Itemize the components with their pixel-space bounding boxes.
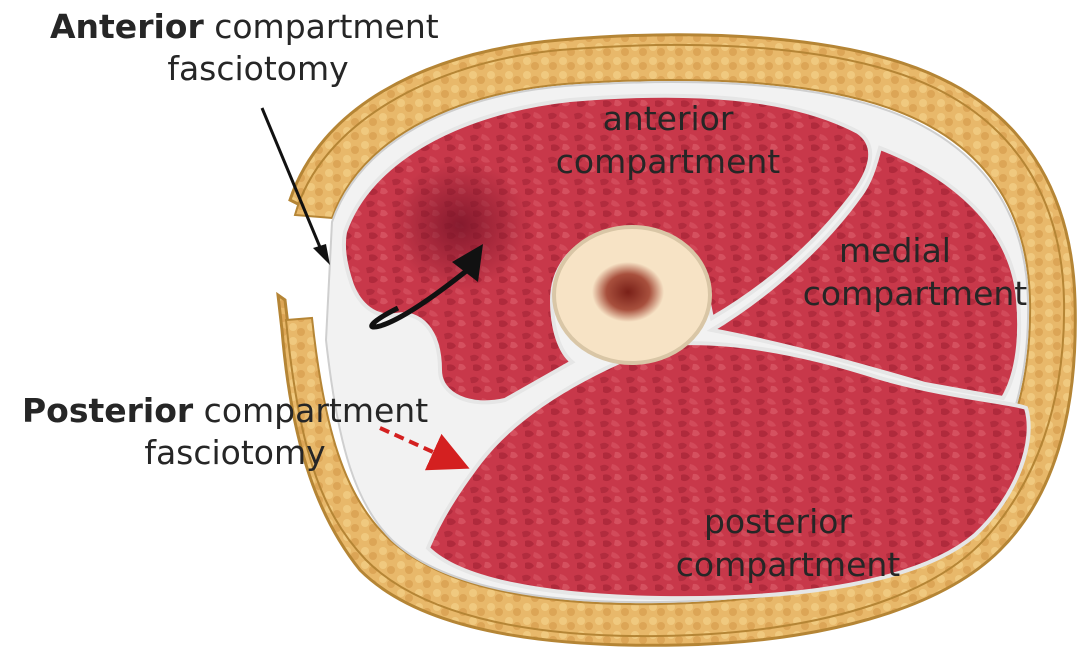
anterior-fasciotomy-label: Anterior compartment — [50, 7, 439, 46]
anterior-compartment-label-2: compartment — [556, 142, 781, 181]
femur-marrow — [592, 262, 664, 322]
posterior-fasciotomy-bold: Posterior — [22, 391, 194, 430]
anterior-fasciotomy-line2: fasciotomy — [167, 49, 348, 88]
medial-compartment-label-2: compartment — [803, 274, 1028, 313]
posterior-fasciotomy-label: Posterior compartment — [22, 391, 428, 430]
posterior-fasciotomy-line2: fasciotomy — [144, 433, 325, 472]
anterior-fasciotomy-rest: compartment — [204, 7, 439, 46]
contusion — [390, 160, 530, 290]
anterior-fasciotomy-bold: Anterior — [50, 7, 204, 46]
posterior-compartment-label-1: posterior — [704, 502, 852, 541]
posterior-compartment-label-2: compartment — [676, 545, 901, 584]
anterior-fasciotomy-pointer-head — [313, 244, 330, 265]
medial-compartment-label-1: medial — [839, 231, 951, 270]
posterior-fasciotomy-rest: compartment — [193, 391, 428, 430]
anterior-compartment-label-1: anterior — [603, 99, 734, 138]
